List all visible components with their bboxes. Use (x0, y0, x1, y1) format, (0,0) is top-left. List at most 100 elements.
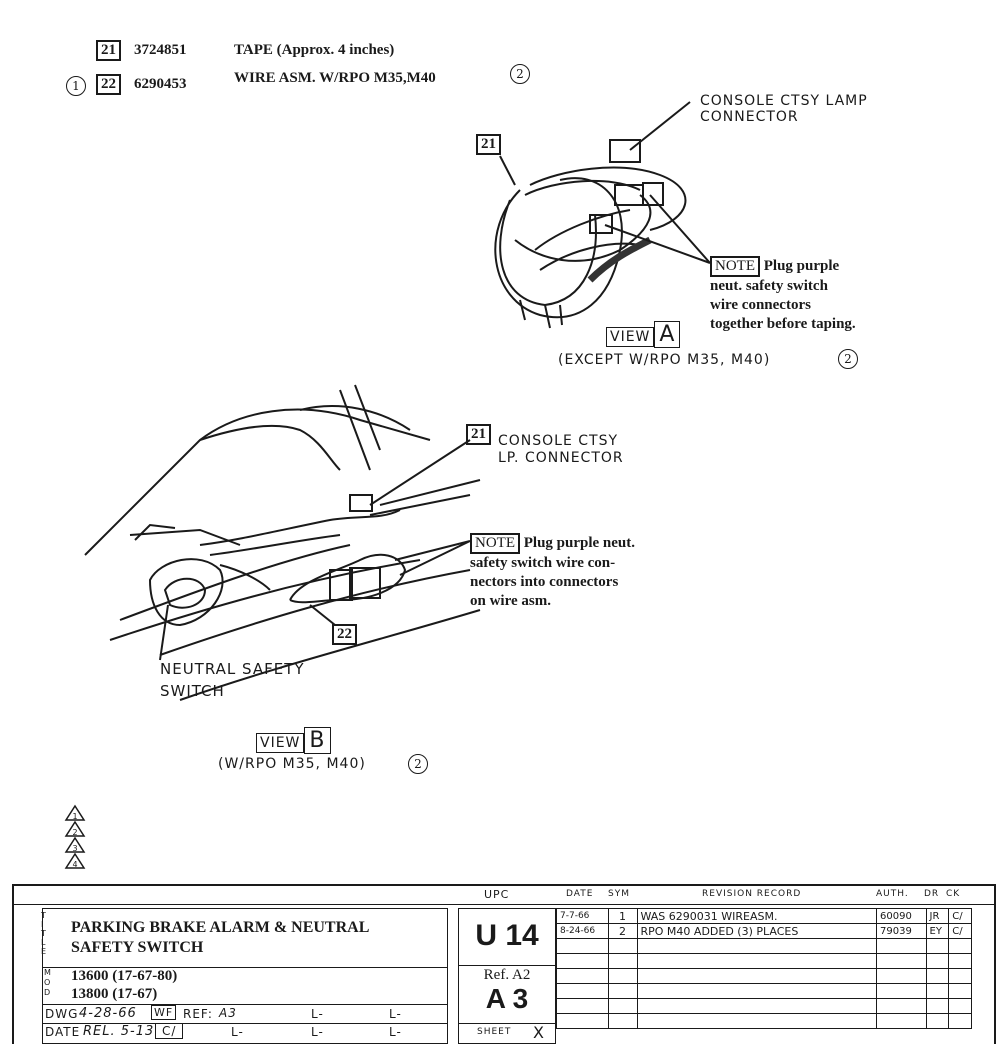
date-value: REL. 5-13 (83, 1024, 155, 1039)
note-circle: 2 (408, 754, 428, 774)
title-block: UPC TITLE PARKING BRAKE ALARM & NEUTRAL … (12, 884, 996, 1044)
upc-divider (459, 965, 555, 966)
callout-21-view-b: 21 (466, 424, 491, 445)
l-mark: L- (231, 1025, 244, 1039)
dwg-date: 4-28-66 (79, 1006, 137, 1021)
l-mark: L- (389, 1007, 402, 1021)
triangle-number: 1 (72, 812, 77, 821)
view-letter: B (304, 727, 331, 754)
part-number: 3724851 (134, 42, 187, 58)
upc-section: U 14 Ref. A2 A 3 SHEET X (458, 908, 556, 1044)
rev-ck: C/ (948, 908, 972, 924)
view-word: VIEW (256, 733, 305, 753)
note-circle-number: 1 (72, 79, 80, 93)
mod-side-label: MOD (44, 968, 52, 997)
part-description: TAPE (Approx. 4 inches) (234, 42, 395, 58)
triangle-number: 4 (72, 860, 77, 869)
header-divider (14, 904, 994, 905)
rev-auth: 60090 (876, 908, 927, 924)
upc-header: UPC (484, 888, 510, 901)
rev-header-date: DATE (566, 889, 594, 899)
revision-triangle-icon (64, 852, 86, 869)
ref-code-label: Ref. A2 (483, 967, 531, 983)
revision-triangle-icon (64, 820, 86, 837)
note-line: wire connectors (710, 296, 811, 313)
rev-ck: C/ (948, 923, 972, 939)
view-b-caption: (W/RPO M35, M40) (218, 756, 366, 772)
table-row (556, 983, 972, 999)
revision-table: 7-7-66 1 WAS 6290031 WIREASM. 60090 JR C… (556, 908, 972, 1029)
note-line: nectors into connectors (470, 573, 619, 590)
l-mark: L- (311, 1007, 324, 1021)
rev-date: 8-24-66 (556, 923, 609, 939)
caption-text: (W/RPO M35, M40) (218, 756, 366, 772)
note-circle-number: 2 (414, 757, 422, 771)
view-a-note: NOTE Plug purple neut. safety switch wir… (710, 256, 856, 334)
rev-dr: JR (925, 908, 950, 924)
note-line: on wire asm. (470, 592, 551, 609)
rev-header-ck: CK (946, 889, 961, 899)
sheet-mark: X (533, 1023, 545, 1042)
revision-triangle-stack: 1 2 3 4 (64, 804, 86, 876)
note-circle-number: 2 (844, 352, 852, 366)
title-side-label: TITLE (41, 911, 48, 956)
label-line: SWITCH (160, 682, 225, 700)
triangle-number: 3 (72, 844, 77, 853)
note-circle: 2 (510, 64, 530, 84)
callout-22: 22 (332, 624, 357, 645)
label-line: CONSOLE CTSY (498, 433, 619, 449)
mod-line-1: 13600 (17-67-80) (71, 968, 178, 984)
view-letter: A (654, 321, 681, 348)
note-tag: NOTE (710, 256, 760, 277)
view-b-note: NOTE Plug purple neut. safety switch wir… (470, 533, 635, 611)
rev-desc: RPO M40 ADDED (3) PLACES (636, 923, 877, 939)
revision-triangles: 1 2 3 4 (64, 804, 86, 869)
neutral-safety-switch-label: NEUTRAL SAFETY SWITCH (160, 658, 305, 702)
rev-desc: WAS 6290031 WIREASM. (636, 908, 877, 924)
label-line: LP. CONNECTOR (498, 450, 624, 466)
table-row (556, 1013, 972, 1029)
rev-header-record: REVISION RECORD (702, 889, 802, 899)
table-row (556, 968, 972, 984)
dwg-row: DWG 4-28-66 WF REF: A3 L- L- (42, 1005, 448, 1024)
note-tag: NOTE (470, 533, 520, 554)
part-number: 6290453 (134, 76, 187, 92)
dwg-label: DWG (45, 1007, 79, 1021)
mod-line-2: 13800 (17-67) (71, 986, 158, 1002)
parts-row: 21 (96, 40, 121, 61)
label-line: NEUTRAL SAFETY (160, 660, 305, 678)
label-line: CONNECTOR (700, 109, 799, 125)
revision-triangle-icon (64, 804, 86, 821)
ref-number-box: 22 (96, 74, 121, 95)
dwg-initials: WF (151, 1005, 177, 1020)
table-row: 8-24-66 2 RPO M40 ADDED (3) PLACES 79039… (556, 923, 972, 939)
note-circle-number: 2 (516, 67, 524, 81)
rev-auth: 79039 (876, 923, 927, 939)
note-circle: 2 (838, 349, 858, 369)
ref-number-box: 21 (96, 40, 121, 61)
parts-row: 22 (96, 74, 121, 95)
drawing-title-line-1: PARKING BRAKE ALARM & NEUTRAL (71, 919, 370, 936)
mod-section: MOD 13600 (17-67-80) 13800 (17-67) (42, 966, 448, 1005)
rev-dr: EY (925, 923, 950, 939)
ref-value: A3 (219, 1006, 237, 1020)
callout-21-view-a: 21 (476, 134, 501, 155)
table-row (556, 953, 972, 969)
rev-header-sym: SYM (608, 889, 630, 899)
console-lamp-connector-label: CONSOLE CTSY LAMP CONNECTOR (700, 93, 868, 125)
note-line: together before taping. (710, 315, 856, 332)
rev-date: 7-7-66 (556, 908, 609, 924)
table-row (556, 938, 972, 954)
console-lp-connector-label: CONSOLE CTSY LP. CONNECTOR (498, 433, 624, 467)
note-line: Plug purple neut. (523, 535, 636, 551)
sheet-divider (459, 1023, 555, 1024)
rev-sym: 1 (607, 908, 638, 924)
view-a-illustration (84, 101, 711, 701)
sheet-label: SHEET (477, 1027, 512, 1037)
drawing-title-line-2: SAFETY SWITCH (71, 939, 204, 956)
rev-sym: 2 (607, 923, 638, 939)
ref-code-value: A 3 (485, 983, 529, 1014)
upc-value: U 14 (475, 919, 539, 952)
